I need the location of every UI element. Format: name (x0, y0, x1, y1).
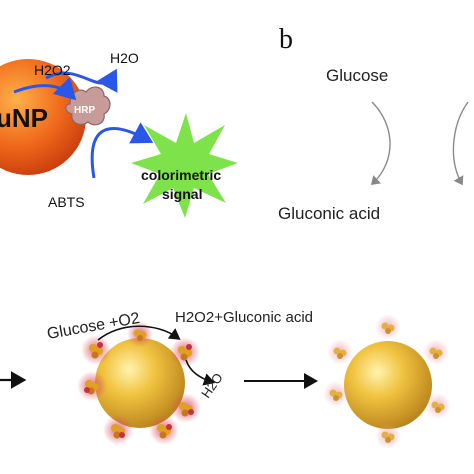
arrow-h2o2-to-h2o (45, 68, 118, 93)
gluconic-acid-label: Gluconic acid (278, 204, 380, 223)
nanoparticle-label: uNP (0, 103, 48, 133)
enzyme-cluster (171, 393, 201, 423)
enzyme-cluster (375, 423, 401, 449)
products-label: H2O2+Gluconic acid (175, 309, 313, 326)
panel-a: uNP HRP H2O2 H2O ABTS colorimetric signa… (0, 50, 238, 218)
glucose-label: Glucose (326, 66, 388, 85)
signal-star (131, 113, 238, 218)
hrp-label: HRP (74, 105, 95, 116)
enzyme-cluster (103, 415, 133, 445)
enzyme-cluster (77, 371, 107, 401)
signal-label-line1: colorimetric (141, 167, 221, 183)
reaction-arc-arrow (97, 325, 181, 341)
water-release-arrow (185, 359, 216, 386)
panel-b-letter: b (279, 24, 293, 55)
gold-particle-with-enzymes (77, 321, 201, 445)
enzyme-cluster (170, 337, 200, 367)
gold-sphere-left (95, 338, 185, 428)
enzyme-cluster (375, 314, 401, 340)
h2o2-label: H2O2 (34, 62, 71, 78)
gray-arrow-left (370, 101, 391, 185)
enzyme-cluster (127, 321, 153, 347)
abts-label: ABTS (48, 194, 85, 210)
enzyme-cluster (423, 339, 449, 365)
panel-c: Glucose +O2 H2O2+Gluconic acid H2O (0, 309, 451, 449)
enzyme-cluster (323, 381, 349, 407)
signal-label-line2: signal (162, 186, 202, 202)
hrp-enzyme (65, 86, 111, 126)
arrow-abts-to-signal (90, 122, 154, 179)
gold-particle-after (323, 314, 451, 449)
enzyme-cluster (81, 335, 111, 365)
enzyme-cluster (327, 339, 353, 365)
arrow-particle-to-hrp (13, 76, 77, 101)
panel-b: b Glucose Gluconic acid (278, 24, 469, 223)
h2o-label: H2O (110, 50, 139, 66)
gold-sphere-right (344, 341, 432, 429)
enzyme-cluster (149, 415, 179, 445)
water-label: H2O (198, 370, 226, 401)
enzyme-cluster (425, 393, 451, 419)
gray-arrow-right (452, 101, 469, 186)
